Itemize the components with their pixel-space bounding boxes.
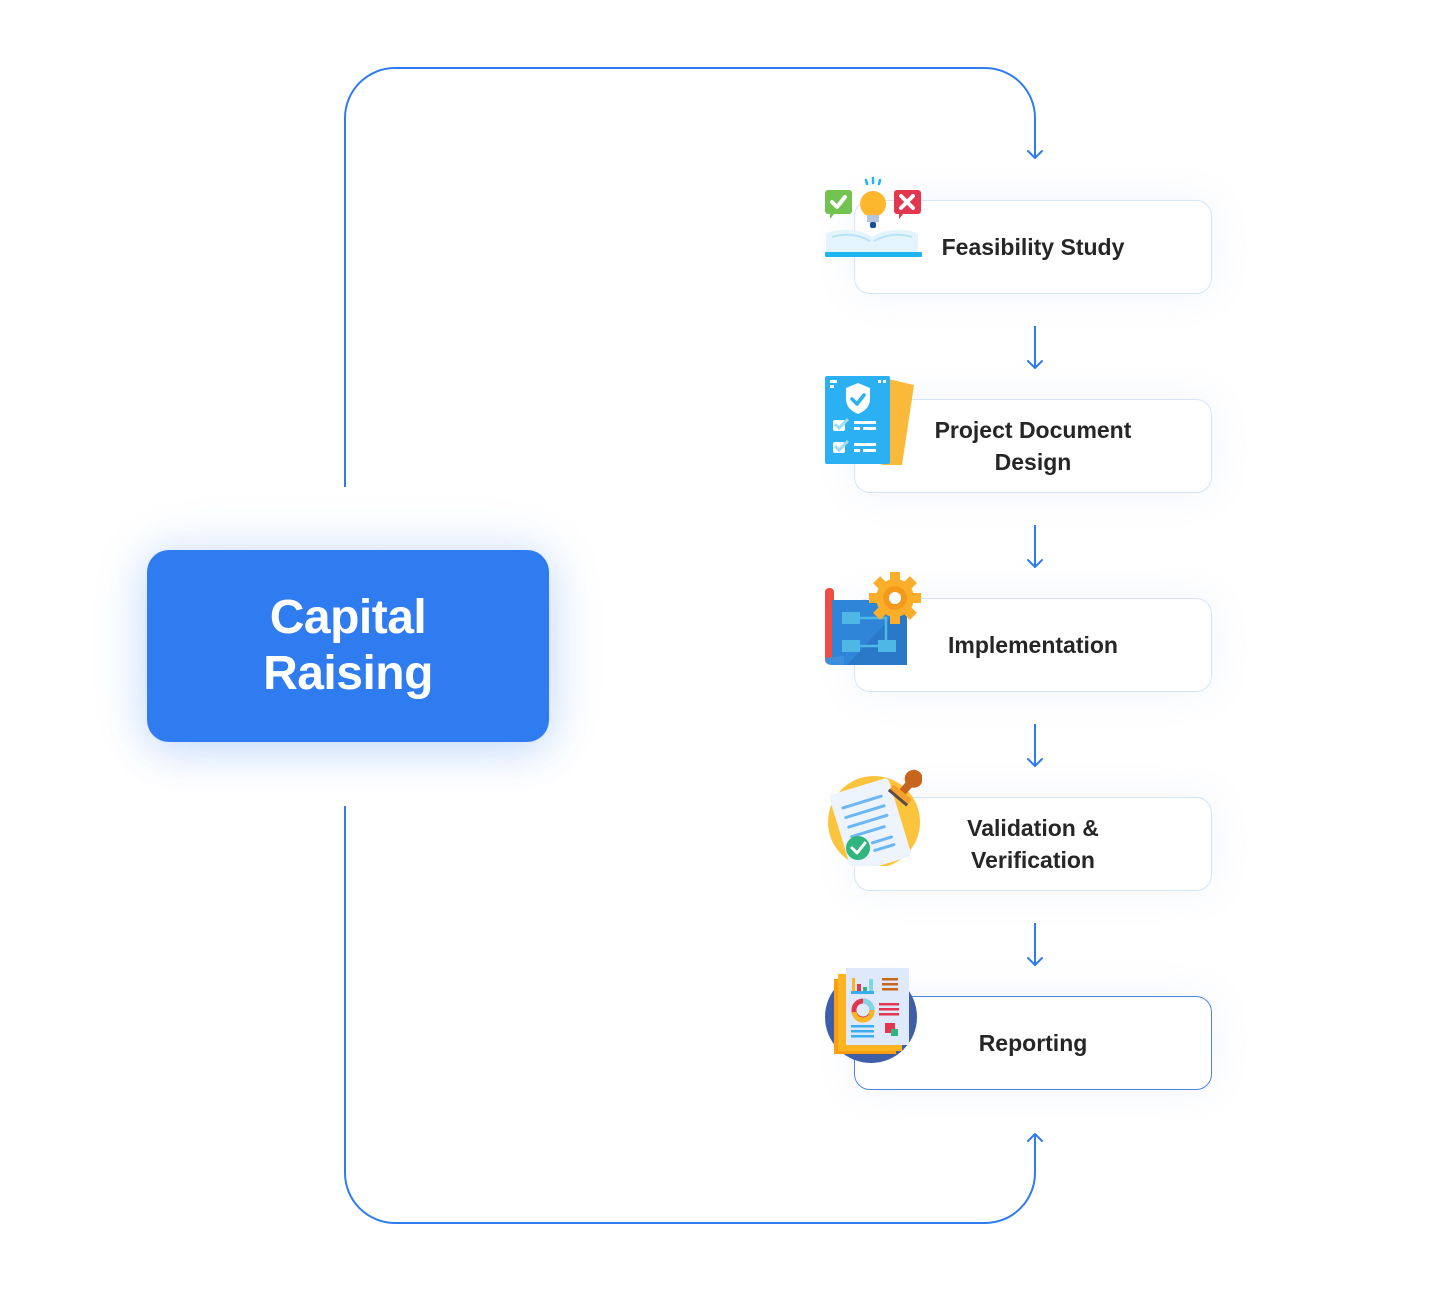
arrow-step-2-to-3 [1027, 525, 1043, 568]
step-label: Validation & Verification [967, 815, 1099, 873]
step-project-document-design[interactable]: Project Document Design [854, 399, 1212, 493]
capital-raising-hub[interactable]: Capital Raising [147, 550, 549, 742]
step-label: Reporting [978, 1030, 1088, 1056]
report-charts-icon [822, 965, 922, 1065]
stamped-document-icon [822, 766, 922, 866]
hub-title: Capital Raising [263, 591, 433, 700]
arrow-step-3-to-4 [1027, 724, 1043, 767]
step-label: Implementation [948, 632, 1118, 658]
arrow-step-4-to-5 [1027, 923, 1043, 966]
arrowhead-into-feasibility [1027, 150, 1043, 159]
connector-bottom-loop [344, 806, 1036, 1224]
arrow-step-1-to-2 [1027, 326, 1043, 369]
document-checklist-icon [822, 373, 922, 473]
lightbulb-book-icon [822, 175, 922, 275]
step-label: Project Document Design [934, 417, 1132, 475]
blueprint-gear-icon [822, 568, 922, 668]
step-label: Feasibility Study [941, 234, 1125, 260]
connector-top-loop [344, 67, 1036, 487]
arrowhead-into-reporting [1027, 1133, 1043, 1142]
